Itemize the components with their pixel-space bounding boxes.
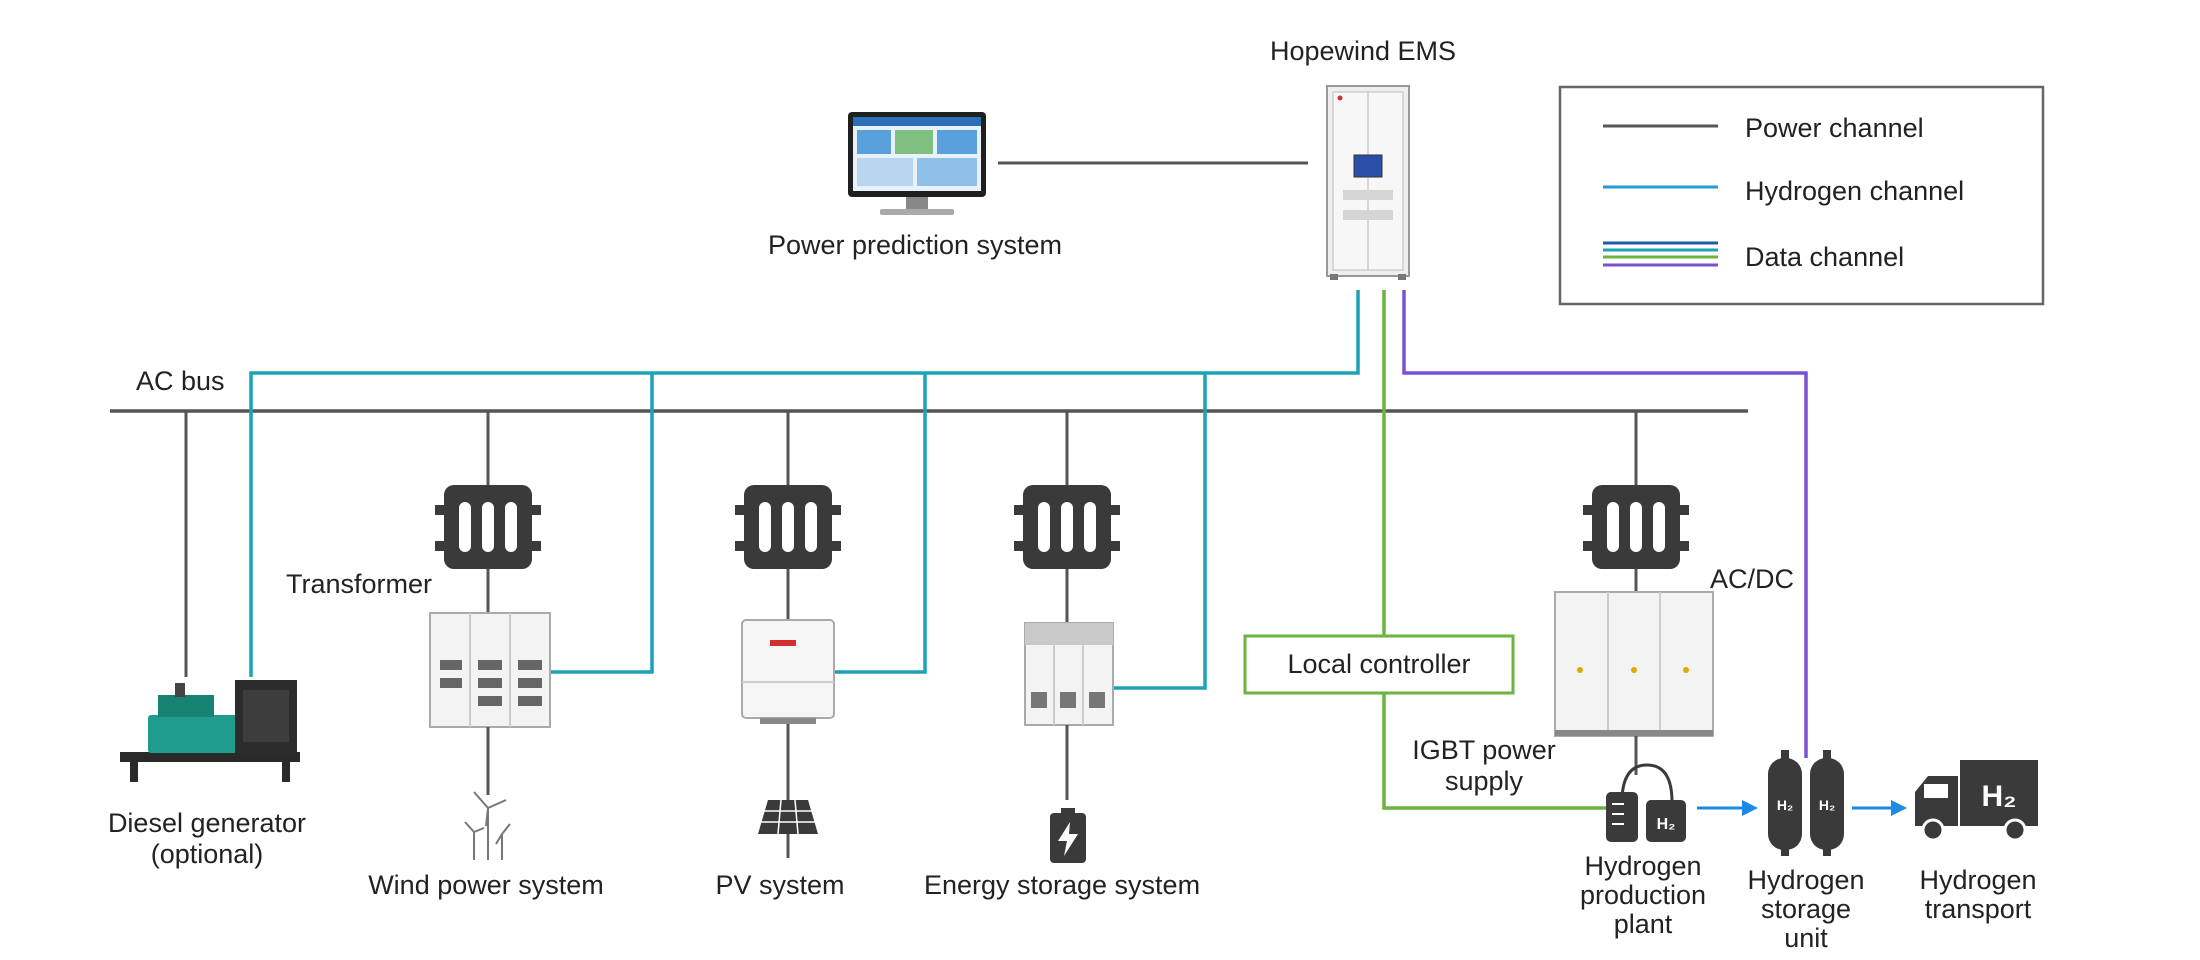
- hydrogen-truck-mark: H₂: [1982, 780, 2017, 813]
- igbt-label-1: IGBT power: [1412, 735, 1556, 765]
- acdc-transformer-icon: [1583, 485, 1689, 569]
- monitor-icon: [848, 112, 986, 215]
- acdc-label: AC/DC: [1710, 564, 1794, 594]
- pv-label: PV system: [715, 870, 844, 900]
- hydrogen-storage-mark-2: H₂: [1819, 797, 1835, 813]
- wind-label: Wind power system: [368, 870, 604, 900]
- hydrogen-production-mark: H₂: [1657, 816, 1676, 833]
- transformer-label: Transformer: [286, 569, 432, 599]
- storage-label: Energy storage system: [924, 870, 1200, 900]
- ac-bus-label: AC bus: [136, 366, 225, 396]
- h2-production-label-2: production: [1580, 880, 1706, 910]
- h2-production-label-3: plant: [1614, 909, 1673, 939]
- legend-data-swatch: [1603, 241, 1718, 267]
- arrow-head-1: [1742, 800, 1758, 816]
- h2-storage-label-1: Hydrogen: [1747, 865, 1864, 895]
- legend-data-label: Data channel: [1745, 242, 1904, 272]
- hydrogen-truck-icon: [1915, 760, 2038, 842]
- storage-cabinet-icon: [1024, 622, 1114, 726]
- ems-label: Hopewind EMS: [1270, 36, 1456, 66]
- power-prediction-label: Power prediction system: [768, 230, 1062, 260]
- wind-converter-icon: [429, 612, 551, 728]
- legend-power-label: Power channel: [1745, 113, 1924, 143]
- legend: Power channel Hydrogen channel Data chan…: [1558, 85, 2045, 306]
- data-branch-pv: [833, 373, 927, 674]
- diesel-label-1: Diesel generator: [108, 808, 306, 838]
- legend-box: [1558, 85, 2045, 306]
- legend-hydrogen-label: Hydrogen channel: [1745, 176, 1964, 206]
- h2-transport-label-2: transport: [1925, 894, 2032, 924]
- data-branch-storage: [1113, 373, 1207, 690]
- local-controller-box: [1243, 634, 1515, 695]
- solar-panel-icon: [758, 799, 818, 858]
- storage-transformer-icon: [1014, 485, 1120, 569]
- data-line-green: [1382, 290, 1615, 810]
- ems-cabinet-icon: [1326, 85, 1410, 280]
- data-branch-wind: [548, 373, 654, 674]
- data-line-purple: [1402, 290, 1808, 758]
- diesel-generator-icon: [120, 680, 300, 782]
- pv-inverter-icon: [741, 619, 835, 724]
- h2-transport-label-1: Hydrogen: [1919, 865, 2036, 895]
- h2-storage-label-2: storage: [1761, 894, 1851, 924]
- arrow-head-2: [1891, 800, 1907, 816]
- hydrogen-storage-mark-1: H₂: [1777, 797, 1793, 813]
- wind-transformer-icon: [435, 485, 541, 569]
- hydrogen-storage-icon: [1768, 750, 1844, 856]
- local-controller-label: Local controller: [1287, 649, 1470, 679]
- acdc-converter-icon: [1554, 591, 1714, 737]
- battery-icon: [1050, 808, 1086, 863]
- hydrogen-production-icon: [1606, 763, 1686, 842]
- diesel-label-2: (optional): [151, 839, 264, 869]
- wind-turbine-icon: [464, 791, 511, 860]
- pv-transformer-icon: [735, 485, 841, 569]
- h2-storage-label-3: unit: [1784, 923, 1828, 953]
- igbt-label-2: supply: [1445, 766, 1524, 796]
- data-line-teal: [249, 290, 1360, 677]
- h2-production-label-1: Hydrogen: [1584, 851, 1701, 881]
